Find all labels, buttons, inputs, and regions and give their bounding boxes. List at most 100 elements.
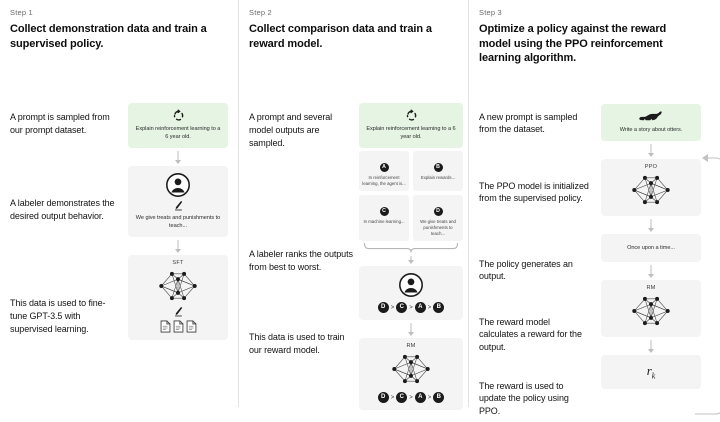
labeler-text-step1: We give treats and punishments to teach.… <box>135 215 221 230</box>
rm-rank-item-3: A <box>414 392 426 404</box>
option-badge-c: C <box>379 207 389 217</box>
option-badge-b: B <box>433 163 443 173</box>
rm-rank-item-1: D <box>377 392 389 404</box>
recycle-icon <box>365 109 457 122</box>
prompt-text-step1: Explain reinforcement learning to a 6 ye… <box>135 126 221 141</box>
person-icon <box>134 172 222 198</box>
recycle-icon <box>134 109 222 122</box>
otter-icon <box>607 110 695 123</box>
rm-model-card-step2[interactable]: RM <box>359 338 463 411</box>
option-badge-a: A <box>379 163 389 173</box>
rm-rank-item-2: C <box>396 392 408 404</box>
step-3-caption-2: The PPO model is initialized from the su… <box>479 180 589 204</box>
step-2-caption-3: This data is used to train our reward mo… <box>249 332 345 355</box>
option-text-d: We give treats and punishments to teach.… <box>420 219 456 237</box>
step-3-label: Step 3 <box>479 8 502 17</box>
step-2-column: Step 2 Collect comparison data and train… <box>238 0 468 411</box>
prompt-card-step3[interactable]: Write a story about otters. <box>601 103 701 141</box>
rank-item-3: A <box>414 302 426 314</box>
arrow-prompt-to-ppo <box>601 141 701 159</box>
neural-net-icon <box>365 350 457 388</box>
option-text-a: In reinforcement learning, the agent is.… <box>362 175 406 187</box>
rm-label-step3: RM <box>646 284 656 291</box>
step-2-body: A prompt and several model outputs are s… <box>249 65 463 411</box>
step-3-body: A new prompt is sampled from the dataset… <box>479 80 720 416</box>
person-icon <box>365 272 457 298</box>
ppo-model-card[interactable]: PPO <box>601 158 701 216</box>
output-option-b[interactable]: B Explain rewards... <box>413 151 463 192</box>
step-1-title: Collect demonstration data and train a s… <box>10 23 207 50</box>
policy-output-card[interactable]: Once upon a time... <box>601 233 701 262</box>
step-2-title: Collect comparison data and train a rewa… <box>249 23 432 50</box>
step-1-caption-3: This data is used to fine-tune GPT-3.5 w… <box>10 298 106 334</box>
sft-model-card[interactable]: SFT <box>128 255 228 341</box>
arrow-prompt-to-labeler <box>128 148 228 166</box>
rm-rank-gt-2: > <box>409 394 413 401</box>
ranking-row-labeler: D > C > A > B <box>365 302 457 314</box>
output-option-a[interactable]: A In reinforcement learning, the agent i… <box>359 151 409 192</box>
option-text-c: In machine learning... <box>363 219 405 225</box>
instructgpt-three-step-diagram: Step 1 Collect demonstration data and tr… <box>0 0 720 407</box>
rm-label-step2: RM <box>406 343 416 350</box>
reward-card[interactable]: rk <box>601 354 701 390</box>
arrow-labeler-to-sft <box>128 237 228 255</box>
neural-net-icon <box>607 171 695 209</box>
arrow-rm-to-reward <box>601 337 701 355</box>
step-3-caption-1: A new prompt is sampled from the dataset… <box>479 111 578 135</box>
step-3-title: Optimize a policy against the reward mod… <box>479 23 667 65</box>
documents-icon <box>134 320 222 333</box>
policy-output-text: Once upon a time... <box>627 244 675 251</box>
step-3-caption-5: The reward is used to update the policy … <box>479 380 569 417</box>
step-1-flow: Explain reinforcement learning to a 6 ye… <box>128 65 228 341</box>
arrow-output-to-rm <box>601 262 701 280</box>
step-3-caption-4: The reward model calculates a reward for… <box>479 316 582 353</box>
brace-icon <box>359 242 463 253</box>
reward-symbol: r <box>646 362 652 378</box>
output-option-c[interactable]: C In machine learning... <box>359 195 409 242</box>
reward-formula: rk <box>601 355 701 390</box>
rank-gt-1: > <box>390 304 395 311</box>
prompt-text-step3: Write a story about otters. <box>619 126 683 133</box>
ppo-label: PPO <box>644 163 658 170</box>
step-2-label: Step 2 <box>249 8 272 17</box>
option-badge-d: D <box>433 207 443 217</box>
pencil-icon <box>134 306 222 317</box>
rm-rank-gt-3: > <box>427 394 432 401</box>
reward-subscript: k <box>651 371 656 381</box>
step-2-flow: Explain reinforcement learning to a 6 ye… <box>359 65 463 411</box>
rank-item-2: C <box>396 302 408 314</box>
sft-label: SFT <box>172 260 184 267</box>
pencil-icon <box>134 200 222 211</box>
prompt-text-step2: Explain reinforcement learning to a 6 ye… <box>366 126 456 141</box>
option-text-b: Explain rewards... <box>420 175 456 181</box>
rm-rank-item-4: B <box>433 392 445 404</box>
neural-net-icon <box>607 292 695 330</box>
step-1-caption-1: A prompt is sampled from our prompt data… <box>10 112 110 135</box>
step-3-flow: Write a story about otters. PPO <box>601 80 701 390</box>
step-1-caption-2: A labeler demonstrates the desired outpu… <box>10 198 115 221</box>
rank-gt-3: > <box>427 304 432 311</box>
rank-item-4: B <box>433 302 445 314</box>
prompt-card-step1[interactable]: Explain reinforcement learning to a 6 ye… <box>128 103 228 149</box>
step-2-caption-1: A prompt and several model outputs are s… <box>249 112 333 148</box>
step-1-label: Step 1 <box>10 8 33 17</box>
step-3-caption-3: The policy generates an output. <box>479 258 573 282</box>
ranker-card-step2[interactable]: D > C > A > B <box>359 266 463 321</box>
arrow-ranker-to-rm <box>359 320 463 338</box>
step-1-body: A prompt is sampled from our prompt data… <box>10 65 228 385</box>
arrow-outputs-to-ranker <box>359 253 463 266</box>
arrow-ppo-to-output <box>601 216 701 234</box>
step-2-caption-2: A labeler ranks the outputs from best to… <box>249 249 353 272</box>
rank-gt-2: > <box>409 304 413 311</box>
model-outputs-grid: A In reinforcement learning, the agent i… <box>359 151 463 242</box>
neural-net-icon <box>134 267 222 305</box>
output-option-d[interactable]: D We give treats and punishments to teac… <box>413 195 463 242</box>
step-3-column: Step 3 Optimize a policy against the rew… <box>468 0 720 416</box>
rm-model-card-step3[interactable]: RM <box>601 279 701 337</box>
step-1-column: Step 1 Collect demonstration data and tr… <box>0 0 238 407</box>
ranking-row-rm: D > C > A > B <box>365 392 457 404</box>
rm-rank-gt-1: > <box>390 394 395 401</box>
labeler-card-step1[interactable]: We give treats and punishments to teach.… <box>128 166 228 238</box>
rank-item-1: D <box>377 302 389 314</box>
prompt-card-step2[interactable]: Explain reinforcement learning to a 6 ye… <box>359 103 463 149</box>
